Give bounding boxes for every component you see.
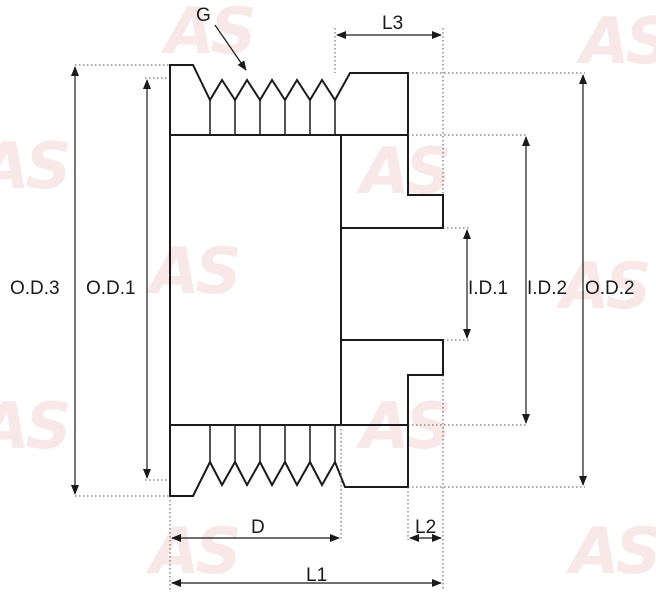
- g-leader: [214, 24, 247, 71]
- watermark-logo: AS: [165, 0, 257, 69]
- watermark-logo: AS: [0, 390, 72, 464]
- l3-label: L3: [382, 13, 404, 34]
- pulley-outline: [169, 64, 444, 497]
- extension-lines: [75, 28, 585, 590]
- watermark-logo: AS: [150, 235, 242, 309]
- od3-label: O.D.3: [10, 278, 60, 299]
- od1-label: O.D.1: [86, 278, 136, 299]
- watermark-logo: AS: [570, 515, 656, 589]
- pulley-internal-lines: [169, 134, 408, 426]
- watermark-logo: AS: [580, 5, 656, 79]
- id1-label: I.D.1: [468, 278, 509, 299]
- d-label: D: [251, 517, 265, 538]
- l2-label: L2: [415, 517, 437, 538]
- dimension-lines: [71, 24, 587, 587]
- watermark-logo: AS: [0, 130, 72, 204]
- l1-label: L1: [306, 565, 328, 586]
- od2-label: O.D.2: [585, 278, 635, 299]
- watermark-logo: AS: [360, 135, 452, 209]
- watermark-logo: AS: [560, 250, 652, 324]
- watermark-logo: AS: [150, 515, 242, 589]
- id2-label: I.D.2: [527, 278, 568, 299]
- groove-lines-bottom: [209, 425, 336, 462]
- groove-lines-top: [209, 100, 336, 135]
- watermark-logo: AS: [360, 390, 452, 464]
- groove-label: G: [196, 5, 211, 26]
